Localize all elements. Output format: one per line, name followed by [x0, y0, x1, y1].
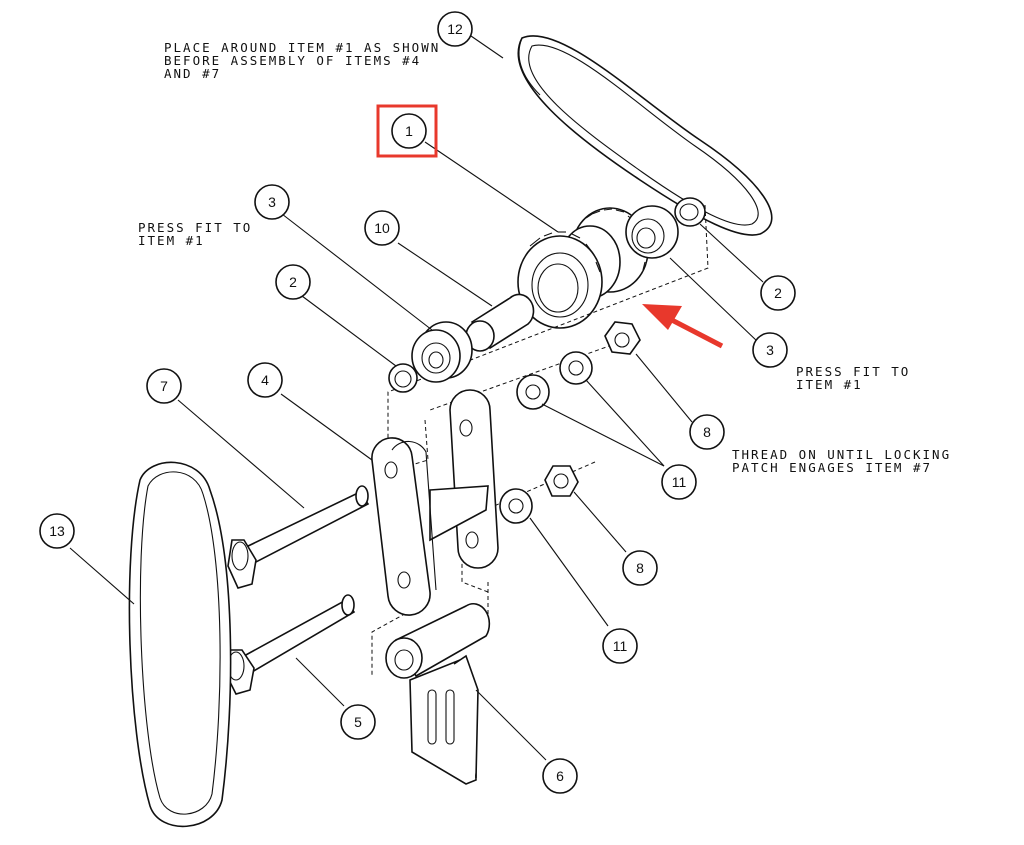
- svg-text:5: 5: [354, 714, 362, 730]
- svg-text:11: 11: [672, 474, 687, 490]
- balloon-3-right: 3: [752, 332, 788, 368]
- pulley-item-1: [517, 207, 649, 329]
- svg-text:3: 3: [268, 194, 276, 210]
- arm-item-6: [385, 603, 491, 785]
- washer-item-2-right: [674, 197, 706, 227]
- red-arrow-icon: [642, 304, 724, 349]
- svg-text:2: 2: [289, 274, 297, 290]
- svg-text:10: 10: [374, 220, 390, 236]
- balloon-10: 10: [364, 210, 400, 246]
- belt-item-12: [517, 35, 773, 236]
- balloon-4: 4: [247, 362, 283, 398]
- svg-text:2: 2: [774, 285, 782, 301]
- nut-item-8-top: [604, 321, 641, 355]
- washer-item-2-left: [388, 363, 418, 393]
- shoulder-bolt-item-7: [227, 485, 370, 589]
- balloon-2-left: 2: [275, 264, 311, 300]
- svg-text:8: 8: [703, 424, 711, 440]
- svg-text:1: 1: [405, 123, 413, 139]
- svg-text:3: 3: [766, 342, 774, 358]
- balloon-13: 13: [39, 513, 75, 549]
- washer-item-11-c: [499, 488, 533, 524]
- link-plate-item-4: [371, 389, 499, 616]
- leader-lines: [69, 35, 764, 761]
- washer-item-11-b: [516, 374, 550, 410]
- balloon-8-bottom: 8: [622, 550, 658, 586]
- spacer-item-10: [465, 293, 535, 352]
- svg-text:11: 11: [613, 638, 628, 654]
- washer-item-11-a: [559, 351, 593, 385]
- svg-text:7: 7: [160, 378, 168, 394]
- balloon-1: 1: [391, 113, 427, 149]
- balloon-12: 12: [437, 11, 473, 47]
- bearing-item-3-right: [625, 205, 679, 259]
- balloon-6: 6: [542, 758, 578, 794]
- balloon-7: 7: [146, 368, 182, 404]
- svg-text:13: 13: [49, 523, 65, 539]
- balloon-3-left: 3: [254, 184, 290, 220]
- belt-item-13: [128, 461, 232, 828]
- bearing-item-3-left: [411, 321, 473, 383]
- svg-text:6: 6: [556, 768, 564, 784]
- balloon-11-top: 11: [661, 464, 697, 500]
- svg-text:4: 4: [261, 372, 269, 388]
- svg-text:12: 12: [447, 21, 463, 37]
- balloon-8-top: 8: [689, 414, 725, 450]
- svg-text:8: 8: [636, 560, 644, 576]
- shoulder-bolt-item-5: [225, 594, 356, 695]
- balloon-2-right: 2: [760, 275, 796, 311]
- nut-item-8-bottom: [544, 465, 579, 497]
- balloon-11-bottom: 11: [602, 628, 638, 664]
- balloon-5: 5: [340, 704, 376, 740]
- highlight-box-item-1: [376, 104, 438, 158]
